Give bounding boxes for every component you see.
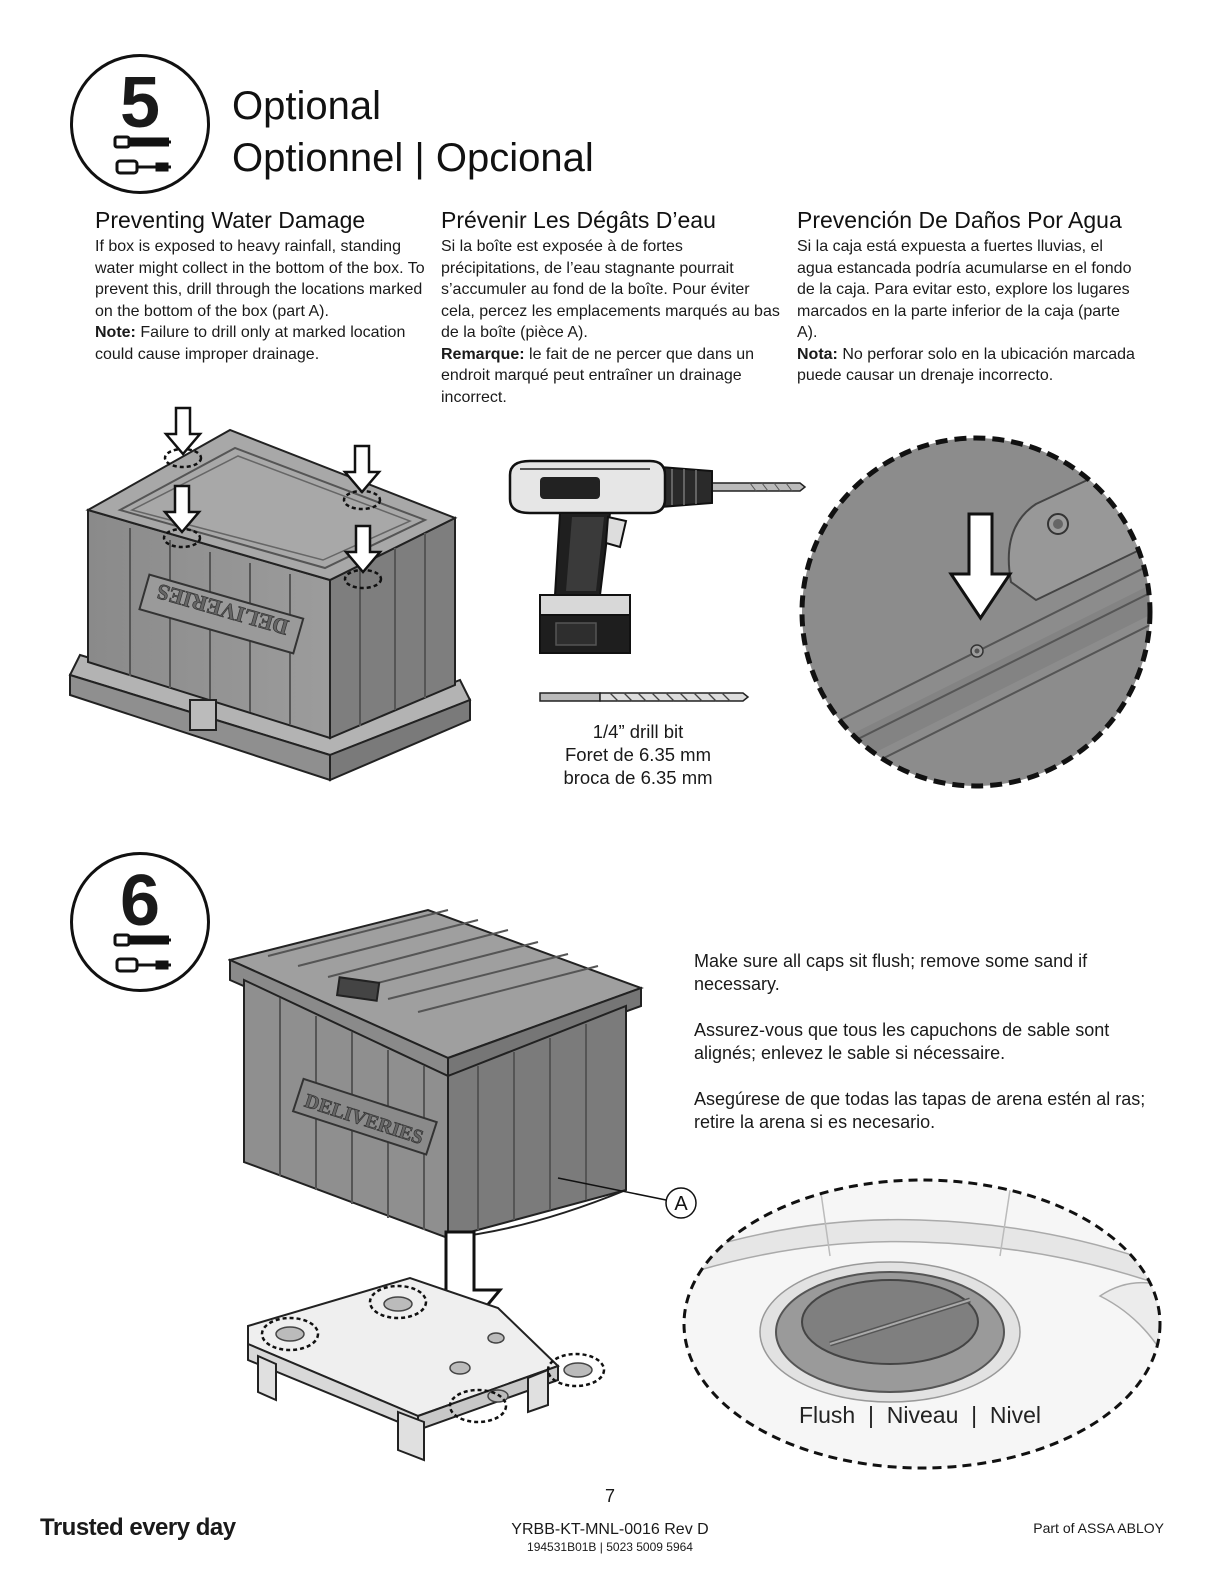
parent-company: Part of ASSA ABLOY <box>1033 1520 1164 1536</box>
title-line-2: Optionnel | Opcional <box>232 136 594 180</box>
drill-icon <box>508 459 807 654</box>
column-body: Si la caja está expuesta a fuertes lluvi… <box>797 238 1132 341</box>
down-arrow-icon <box>948 512 1013 621</box>
box-on-base-illustration: DELIVERIES <box>228 908 667 1462</box>
step-5-badge: 5 <box>70 54 210 194</box>
box-bottom-illustration: DELIVERIES <box>68 406 472 782</box>
step-number: 6 <box>119 861 161 941</box>
note-text: Failure to drill only at marked location… <box>95 324 406 363</box>
tools-icon <box>113 933 171 973</box>
step-6-badge: 6 <box>70 852 210 992</box>
step-number: 5 <box>119 63 161 143</box>
note-text: le fait de ne percer que dans un endroit… <box>441 345 755 406</box>
column-note: Nota: No perforar solo en la ubicación m… <box>797 344 1137 387</box>
note-label: Remarque: <box>441 345 525 363</box>
drill-bit-icon <box>539 692 750 702</box>
instruction-spanish: Asegúrese de que todas las tapas de aren… <box>694 1089 1146 1132</box>
column-heading: Preventing Water Damage <box>95 207 366 233</box>
instruction-french: Assurez-vous que tous les capuchons de s… <box>694 1020 1110 1063</box>
column-body: Si la boîte est exposée à de fortes préc… <box>441 238 780 341</box>
column-note: Note: Failure to drill only at marked lo… <box>95 322 435 365</box>
caption-line: Foret de 6.35 mm <box>564 744 711 765</box>
column-heading: Prévenir Les Dégâts D’eau <box>441 207 716 233</box>
part-label: A <box>674 1193 688 1215</box>
step-6-instructions: Make sure all caps sit flush; remove som… <box>694 950 1154 1157</box>
column-french: Prévenir Les Dégâts D’eau Si la boîte es… <box>441 206 781 408</box>
part-a-callout: A <box>665 1187 697 1219</box>
page-number: 7 <box>604 1486 615 1506</box>
title-line-1: Optional <box>232 84 381 128</box>
column-body: If box is exposed to heavy rainfall, sta… <box>95 238 425 320</box>
column-spanish: Prevención De Daños Por Agua Si la caja … <box>797 206 1137 387</box>
drill-location-detail <box>799 435 1153 789</box>
document-id: YRBB-KT-MNL-0016 Rev D <box>511 1521 709 1538</box>
down-arrow-icon <box>162 406 383 574</box>
tools-icon <box>113 135 171 175</box>
caption-line: broca de 6.35 mm <box>563 767 713 788</box>
note-label: Note: <box>95 324 136 341</box>
note-label: Nota: <box>797 345 838 363</box>
document-sub-id: 194531B01B | 5023 5009 5964 <box>527 1540 693 1554</box>
note-text: No perforar solo en la ubicación marcada… <box>797 345 1135 385</box>
caption-line: 1/4” drill bit <box>592 721 684 742</box>
brand-tagline: Trusted every day <box>40 1514 236 1541</box>
cap-flush-detail <box>682 1178 1162 1470</box>
step-5-title: Optional Optionnel | Opcional <box>232 80 594 184</box>
column-english: Preventing Water Damage If box is expose… <box>95 206 435 365</box>
instruction-english: Make sure all caps sit flush; remove som… <box>694 951 1088 994</box>
drill-bit-caption: 1/4” drill bit Foret de 6.35 mm broca de… <box>530 720 746 789</box>
column-heading: Prevención De Daños Por Agua <box>797 207 1122 233</box>
flush-label: Flush | Niveau | Nivel <box>798 1402 1042 1428</box>
column-note: Remarque: le fait de ne percer que dans … <box>441 344 781 409</box>
